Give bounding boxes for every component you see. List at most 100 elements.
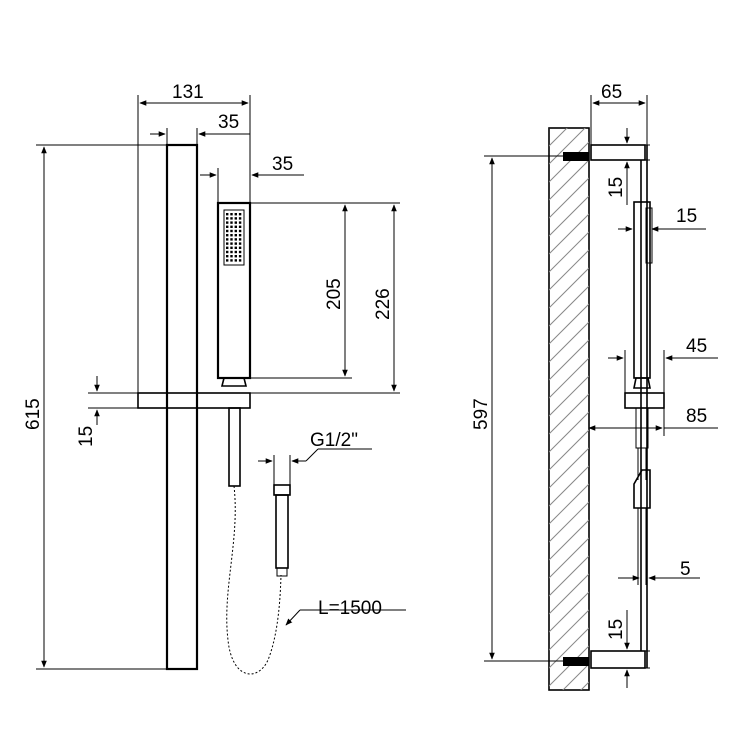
- nozzle-dot: [230, 217, 233, 220]
- nozzle-dot: [226, 242, 229, 245]
- nozzle-dot: [230, 234, 233, 237]
- hatch-line: [549, 303, 589, 345]
- nozzle-dot: [238, 255, 242, 258]
- nozzle-dot: [238, 234, 242, 237]
- dim-holder-depth: 45: [686, 336, 707, 357]
- nozzle-dot: [238, 246, 242, 249]
- hatch-line: [549, 591, 589, 633]
- bottom-wall-plug: [563, 657, 589, 666]
- hatch-line: [549, 128, 568, 147]
- hatch-line: [549, 249, 589, 291]
- nozzle-dot: [234, 213, 237, 216]
- wall: [548, 127, 590, 691]
- front-view: 131 35 35 205 226 615 15: [23, 82, 406, 675]
- nozzle-dot: [238, 238, 242, 241]
- hatch-line: [549, 700, 589, 740]
- nozzle-dot: [234, 259, 237, 262]
- hatch-line: [549, 321, 589, 363]
- nozzle-dot: [230, 221, 233, 224]
- nozzle-dot: [226, 250, 229, 254]
- nozzle-dot: [230, 250, 233, 254]
- hatch-line: [549, 267, 589, 309]
- hatch-line: [549, 195, 589, 237]
- nozzle-dot: [238, 250, 242, 254]
- hatch-line: [549, 393, 589, 435]
- dim-wall-offset: 65: [601, 82, 622, 103]
- dim-holder-projection: 85: [686, 406, 707, 427]
- shower-connector: [220, 377, 248, 387]
- hatch-line: [549, 213, 589, 255]
- slider-side: [633, 469, 651, 509]
- dim-handle-thickness: 15: [676, 206, 697, 227]
- nozzle-dot: [230, 229, 233, 233]
- dim-handle-width: 35: [272, 154, 293, 175]
- nozzle-dot: [226, 213, 229, 216]
- hatch-line: [549, 573, 589, 615]
- hand-shower-side-face: [645, 207, 653, 264]
- dim-handle-length: 205: [324, 278, 345, 310]
- hatch-line: [562, 663, 589, 690]
- nozzle-dot: [238, 217, 242, 220]
- dim-bracket-bottom: 15: [606, 619, 627, 640]
- nozzle-dot: [226, 255, 229, 258]
- nozzle-dot: [230, 255, 233, 258]
- nozzle-dot: [238, 225, 242, 228]
- holder-bracket: [137, 392, 251, 409]
- hatch-line: [549, 537, 589, 579]
- nozzle-dot: [234, 246, 237, 249]
- wall-hatch: [549, 128, 589, 750]
- shower-hose: [226, 485, 282, 675]
- nozzle-dot: [234, 229, 237, 233]
- nozzle-dot: [234, 255, 237, 258]
- shower-handle-stem: [228, 407, 241, 487]
- shower-side-connector: [633, 377, 651, 389]
- nozzle-dot: [234, 238, 237, 241]
- hatch-line: [549, 339, 589, 381]
- hatch-line: [549, 519, 589, 561]
- nozzle-dot: [226, 246, 229, 249]
- nozzle-dot: [234, 250, 237, 254]
- nozzle-dot: [230, 225, 233, 228]
- nozzle-dot: [226, 229, 229, 233]
- slide-bar: [165, 143, 199, 671]
- nozzle-dot: [226, 238, 229, 241]
- nozzle-dot: [238, 229, 242, 233]
- dim-hose-length: L=1500: [318, 598, 382, 619]
- hatch-line: [549, 465, 589, 507]
- shower-face: [223, 209, 245, 266]
- dim-handle-total: 226: [373, 288, 394, 320]
- hatch-line: [549, 285, 589, 327]
- nozzle-dot: [226, 259, 229, 262]
- nozzle-dot: [238, 242, 242, 245]
- top-wall-plug: [563, 152, 589, 161]
- dim-hose-thread: G1/2": [310, 430, 358, 451]
- nozzle-dot: [234, 234, 237, 237]
- hatch-line: [549, 555, 589, 597]
- nozzle-dot: [226, 225, 229, 228]
- hose-end: [276, 567, 288, 577]
- hatch-line: [549, 736, 589, 750]
- dim-bar-width: 131: [172, 82, 204, 103]
- hatch-line: [549, 447, 589, 489]
- hatch-line: [549, 411, 589, 453]
- hose-fitting: [275, 494, 289, 569]
- hatch-line: [549, 483, 589, 525]
- dim-bar-diameter: 5: [680, 559, 691, 580]
- holder-side: [624, 392, 665, 409]
- nozzle-dot: [230, 246, 233, 249]
- hatch-line: [549, 141, 589, 183]
- dim-bar-depth: 35: [218, 112, 239, 133]
- hatch-line: [549, 429, 589, 471]
- hatch-line: [549, 177, 589, 219]
- hatch-line: [549, 231, 589, 273]
- nozzle-dot: [230, 213, 233, 216]
- spray-nozzles: [226, 213, 242, 262]
- hatch-line: [549, 128, 586, 165]
- hatch-line: [549, 159, 589, 201]
- hatch-line: [549, 501, 589, 543]
- side-view: 65 15 15 45 85 5 15: [471, 82, 718, 750]
- dim-bracket-spacing: 597: [471, 398, 492, 430]
- nozzle-dot: [234, 242, 237, 245]
- hatch-line: [549, 128, 550, 129]
